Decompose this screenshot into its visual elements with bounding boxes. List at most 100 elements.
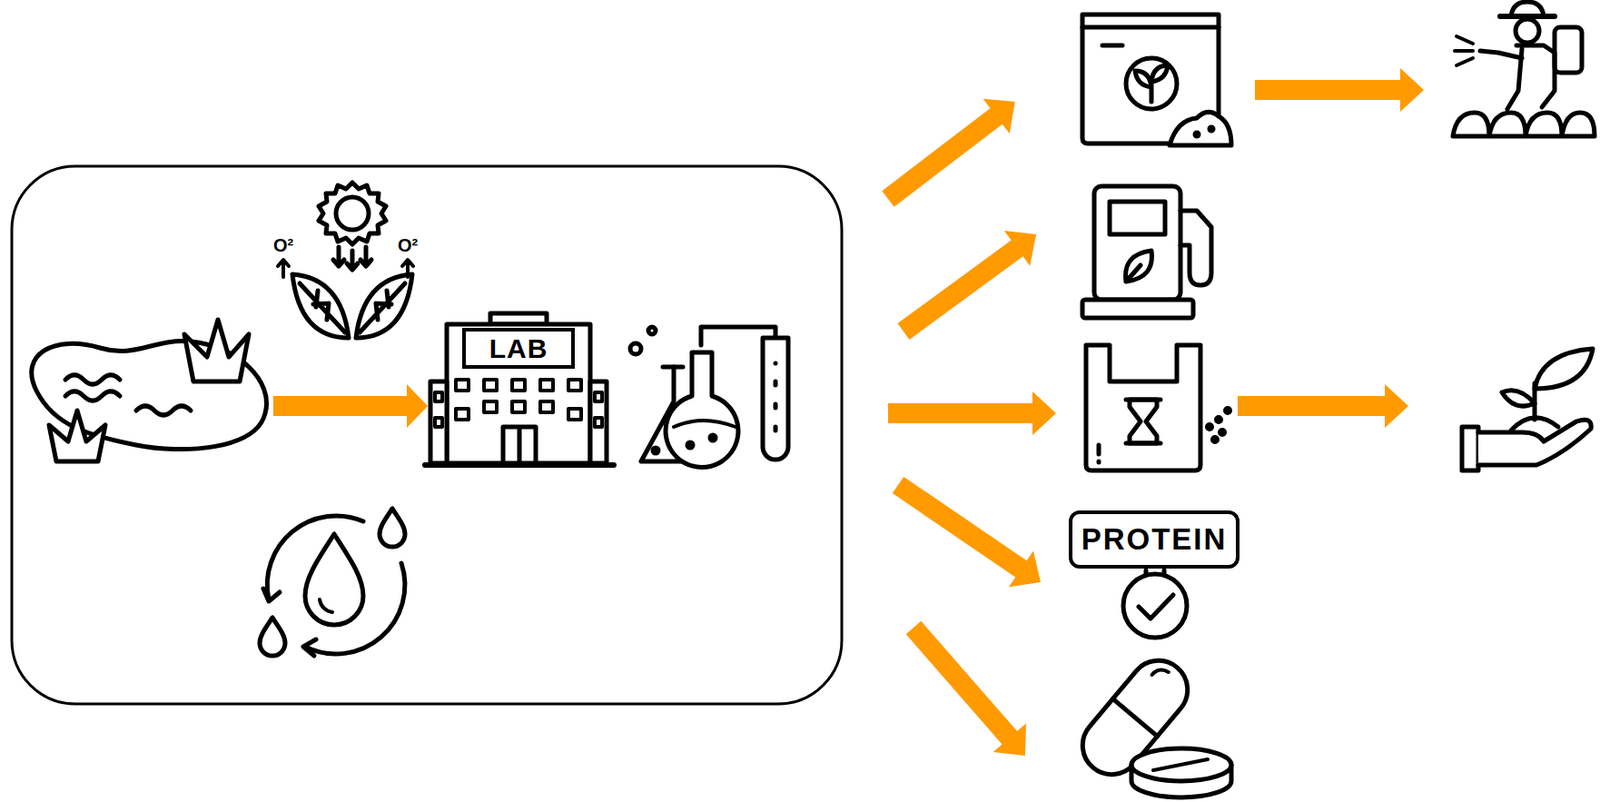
flow-arrow-part [273, 384, 428, 428]
farmer-icon [1452, 1, 1595, 137]
water-cycle-icon-part [305, 562, 405, 654]
biodegradable-bag-icon [1086, 345, 1231, 471]
fertilizer-bag-icon-part [1125, 58, 1177, 109]
node-text: LAB [489, 333, 549, 364]
flow-arrow-part [890, 217, 1049, 350]
farmer-icon-part [1515, 19, 1540, 43]
lab-building-icon-part [540, 379, 554, 391]
hand-plant-icon-part [1478, 419, 1591, 465]
pills-icon-part [1131, 748, 1232, 781]
water-cycle-icon-part [305, 533, 364, 625]
flow-arrow-part [885, 466, 1053, 601]
lab-building-icon-part [483, 401, 497, 413]
oxygen-label: O² [273, 235, 294, 256]
flask-icon-part [630, 343, 642, 355]
biodegradable-bag-icon-part [1096, 444, 1102, 463]
water-cycle-icon-part [303, 639, 317, 656]
photosynthesis-icon-part [402, 259, 414, 277]
flask-icon [630, 326, 789, 467]
flask-icon-part [762, 337, 789, 460]
fertilizer-bag-icon-part [1169, 111, 1232, 146]
biodegradable-bag-icon-part [1216, 417, 1222, 423]
fertilizer-bag-icon-part [1102, 43, 1123, 49]
water-cycle-icon-part [259, 617, 286, 656]
oxygen-label: O² [397, 235, 418, 256]
lab-building-icon-part [568, 408, 582, 420]
flow-arrow-part [1254, 68, 1424, 112]
check-badge-icon [1123, 570, 1187, 638]
lab-building-icon-part [424, 462, 614, 468]
flask-icon-part [648, 326, 656, 335]
pond-icon-part [49, 410, 106, 462]
photosynthesis-icon [277, 182, 414, 338]
node-text: PROTEIN [1081, 523, 1228, 556]
photosynthesis-icon-part [335, 197, 369, 230]
flask-icon-part [773, 363, 779, 431]
pond-icon [31, 319, 267, 462]
flow-arrow-part [1237, 384, 1409, 428]
fertilizer-bag-icon [1082, 14, 1232, 146]
hand-plant-icon-part [1534, 348, 1593, 389]
pond-icon-part [65, 391, 120, 401]
fertilizer-bag-icon-part [1195, 132, 1199, 137]
biodegradable-bag-icon-part [1129, 399, 1157, 444]
photosynthesis-icon-part [359, 283, 405, 333]
check-badge-icon-part [1123, 573, 1187, 638]
pond-icon-part [136, 405, 191, 415]
water-cycle-icon-part [266, 515, 364, 600]
biodegradable-bag-icon-part [1225, 408, 1231, 414]
pills-icon-part-part [1152, 664, 1169, 682]
lab-building-icon-part [568, 379, 582, 391]
hand-plant-icon [1461, 348, 1593, 471]
photosynthesis-icon-part [355, 274, 413, 338]
farmer-icon-part [1554, 27, 1582, 73]
lab-building-icon-part [540, 401, 554, 413]
flask-icon-part [710, 434, 716, 441]
flask-icon-part [687, 442, 693, 448]
photosynthesis-icon-part [346, 250, 358, 270]
lab-building-icon-part [455, 408, 469, 420]
lab-sign: LAB [462, 327, 576, 369]
fertilizer-bag-icon-part [1135, 65, 1168, 102]
lab-building-icon-part [590, 381, 607, 464]
lab-building-icon-part [455, 379, 469, 391]
biofuel-pump-icon-part [1082, 299, 1194, 318]
process-frame [11, 166, 842, 704]
biofuel-pump-icon-part [1180, 210, 1212, 286]
flow-arrow-part [888, 391, 1057, 435]
farmer-icon-part [1480, 50, 1522, 59]
check-badge-icon-part [1138, 594, 1174, 619]
farmer-icon-part [1452, 112, 1595, 137]
photosynthesis-icon-part [292, 274, 349, 338]
farmer-icon-part [1511, 1, 1544, 17]
lab-building-icon-part [512, 379, 525, 391]
biofuel-pump-icon [1082, 186, 1212, 318]
lab-building-icon-part [594, 392, 603, 402]
lab-building-icon [424, 313, 614, 465]
farmer-icon-part [1454, 36, 1473, 66]
pond-icon-part [184, 319, 249, 382]
photosynthesis-icon-part [299, 283, 346, 333]
water-cycle-icon [259, 508, 405, 656]
lab-building-icon-part [446, 324, 591, 464]
water-cycle-icon-part [319, 599, 333, 613]
biofuel-pump-icon-part [1125, 250, 1153, 282]
biodegradable-bag-icon-part [1086, 345, 1201, 471]
flow-arrow-part [897, 612, 1042, 770]
lab-building-icon-part [503, 426, 536, 464]
flow-arrow-part [874, 84, 1028, 217]
lab-building-icon-part [483, 379, 497, 391]
hand-plant-icon-part [1501, 390, 1535, 406]
lab-building-icon-part [430, 381, 447, 464]
flask-icon-part [662, 365, 683, 370]
flow-arrow [273, 68, 1424, 771]
protein-badge: PROTEIN [1068, 510, 1241, 569]
water-cycle-icon-part [379, 508, 405, 547]
pills-icon-part-part [1112, 698, 1157, 736]
biofuel-pump-icon-part [1109, 201, 1166, 235]
photosynthesis-icon-part [318, 182, 386, 245]
photosynthesis-icon-part [360, 246, 372, 267]
pond-icon-part [65, 375, 120, 385]
